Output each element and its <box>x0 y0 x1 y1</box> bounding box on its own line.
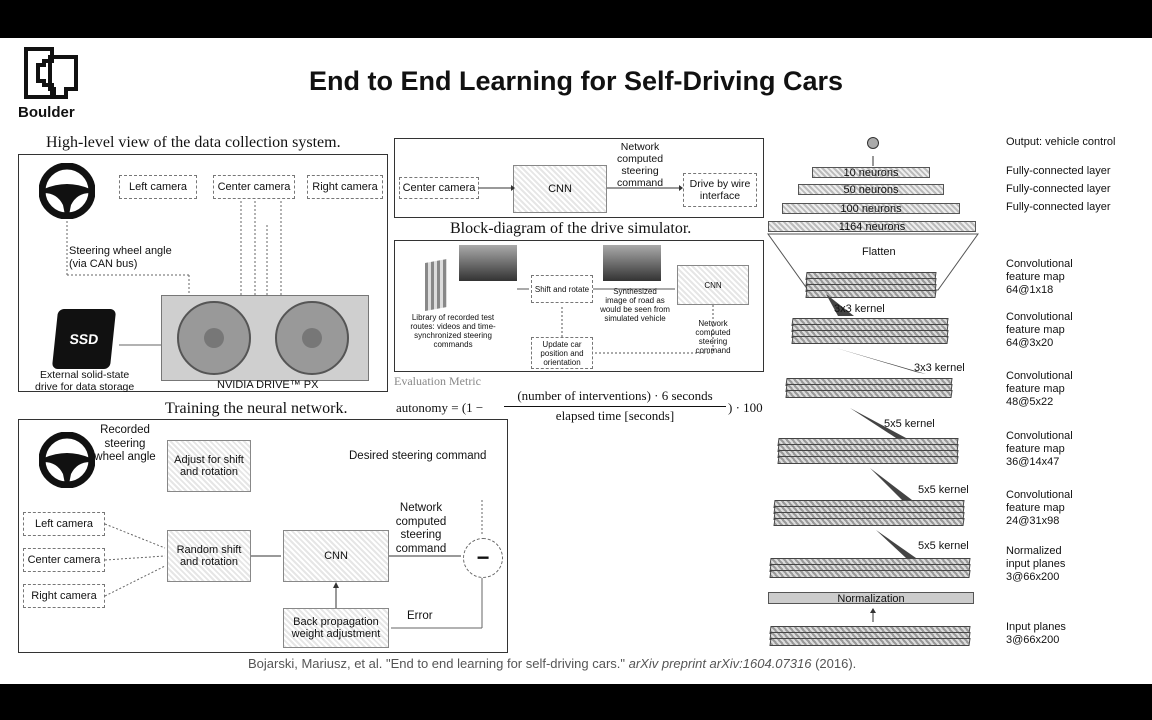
cnn-box-train: CNN <box>283 530 389 582</box>
evaluation-heading: Evaluation Metric <box>394 374 481 388</box>
data-collection-caption: High-level view of the data collection s… <box>46 134 341 151</box>
right-camera-box-train: Right camera <box>23 584 105 608</box>
fc-label-100: Fully-connected layer <box>1006 201 1111 213</box>
recorded-angle-label: Recorded steering wheel angle <box>94 424 156 463</box>
road-image-icon <box>459 245 517 281</box>
conv-map-label-3: Convolutional feature map 48@5x22 <box>1006 370 1073 408</box>
citation: Bojarski, Mariusz, et al. "End to end le… <box>248 656 856 671</box>
drive-by-wire-box: Drive by wire interface <box>683 173 757 207</box>
conv-map-label-2: Convolutional feature map 64@3x20 <box>1006 311 1073 349</box>
simulator-caption: Block-diagram of the drive simulator. <box>450 220 692 237</box>
metric-numerator: (number of interventions) · 6 seconds <box>504 388 726 407</box>
kernel-label-1: 3x3 kernel <box>834 303 885 315</box>
up-arrow-icon <box>870 608 876 622</box>
drive-px-label: NVIDIA DRIVE™ PX <box>217 379 319 391</box>
citation-journal: arXiv preprint arXiv:1604.07316 <box>628 656 812 671</box>
ssd-label: SSD <box>68 331 100 347</box>
left-camera-box-train: Left camera <box>23 512 105 536</box>
page-title: End to End Learning for Self-Driving Car… <box>308 66 844 96</box>
data-collection-panel: Left camera Center camera Right camera S… <box>18 154 388 393</box>
ssd-icon: SSD <box>51 309 117 369</box>
output-label: Output: vehicle control <box>1006 136 1116 148</box>
steering-wheel-angle-label: Steering wheel angle (via CAN bus) <box>69 245 172 270</box>
metric-denominator: elapsed time [seconds] <box>555 408 675 423</box>
metric-rhs: ) · 100 <box>728 400 763 415</box>
citation-year: (2016). <box>811 656 857 671</box>
network-command-label-top: Network computed steering command <box>617 141 664 189</box>
error-label: Error <box>407 610 433 622</box>
kernel-label-4: 5x5 kernel <box>918 484 969 496</box>
subtract-node: − <box>463 538 503 578</box>
cu-logo-icon <box>24 47 78 99</box>
library-label: Library of recorded test routes: videos … <box>410 313 496 349</box>
simulator-panel: Library of recorded test routes: videos … <box>394 240 764 372</box>
flatten-layer-1164: 1164 neurons <box>768 221 976 233</box>
center-camera-box-top: Center camera <box>399 177 479 199</box>
input-plate <box>769 638 971 646</box>
center-camera-box: Center camera <box>213 175 295 199</box>
data-collection-wires <box>66 201 282 346</box>
training-panel: Recorded steering wheel angle Adjust for… <box>18 419 508 653</box>
adjust-shift-box: Adjust for shift and rotation <box>167 440 251 492</box>
network-command-label-train: Network computed steering command <box>395 502 447 555</box>
up-arrow-icon <box>872 156 874 166</box>
kernel-label-5: 5x5 kernel <box>918 540 969 552</box>
output-node-icon <box>867 137 879 149</box>
conv-map-label-4: Convolutional feature map 36@14x47 <box>1006 430 1073 468</box>
kernel-cones <box>826 294 926 558</box>
fc-layer-50: 50 neurons <box>798 184 944 196</box>
kernel-label-2: 3x3 kernel <box>914 362 965 374</box>
flatten-label: Flatten <box>862 246 896 258</box>
random-shift-box: Random shift and rotation <box>167 530 251 582</box>
fc-layer-10: 10 neurons <box>812 167 930 179</box>
fc-layer-100: 100 neurons <box>782 203 960 215</box>
drive-px-board <box>161 295 369 381</box>
fc-label-50: Fully-connected layer <box>1006 183 1111 195</box>
left-camera-box: Left camera <box>119 175 197 199</box>
cnn-inference-panel: Center camera CNN Network computed steer… <box>394 138 764 218</box>
training-arrows <box>104 500 483 629</box>
slide: Boulder End to End Learning for Self-Dri… <box>0 38 1152 684</box>
logo-text: Boulder <box>18 104 75 121</box>
citation-text: Bojarski, Mariusz, et al. "End to end le… <box>248 656 629 671</box>
update-position-box: Update car position and orientation <box>531 337 593 369</box>
fc-label-10: Fully-connected layer <box>1006 165 1111 177</box>
steering-wheel-icon <box>39 163 95 219</box>
minus-icon: − <box>476 545 490 570</box>
fan-icon <box>177 301 349 375</box>
kernel-label-3: 5x5 kernel <box>884 418 935 430</box>
steering-wheel-icon <box>39 432 95 488</box>
backprop-box: Back propagation weight adjustment <box>283 608 389 648</box>
synth-road-image-icon <box>603 245 661 281</box>
shift-rotate-box: Shift and rotate <box>531 275 593 303</box>
right-camera-box: Right camera <box>307 175 383 199</box>
input-planes-label: Input planes 3@66x200 <box>1006 621 1066 646</box>
synth-label: Synthesized image of road as would be se… <box>600 287 670 323</box>
metric-lhs: autonomy = (1 − <box>396 400 484 415</box>
center-camera-box-train: Center camera <box>23 548 105 572</box>
simulator-arrows <box>517 288 714 354</box>
cnn-box-sim: CNN <box>677 265 749 305</box>
training-caption: Training the neural network. <box>165 400 348 417</box>
cnn-top-arrows <box>479 185 683 191</box>
desired-command-label: Desired steering command <box>349 450 487 462</box>
normalization-layer: Normalization <box>768 592 974 605</box>
conv-map-label-5: Convolutional feature map 24@31x98 <box>1006 489 1073 527</box>
conv-map-label-1: Convolutional feature map 64@1x18 <box>1006 258 1073 296</box>
ssd-caption: External solid-state drive for data stor… <box>35 369 135 393</box>
normalized-planes-label: Normalized input planes 3@66x200 <box>1006 545 1066 583</box>
